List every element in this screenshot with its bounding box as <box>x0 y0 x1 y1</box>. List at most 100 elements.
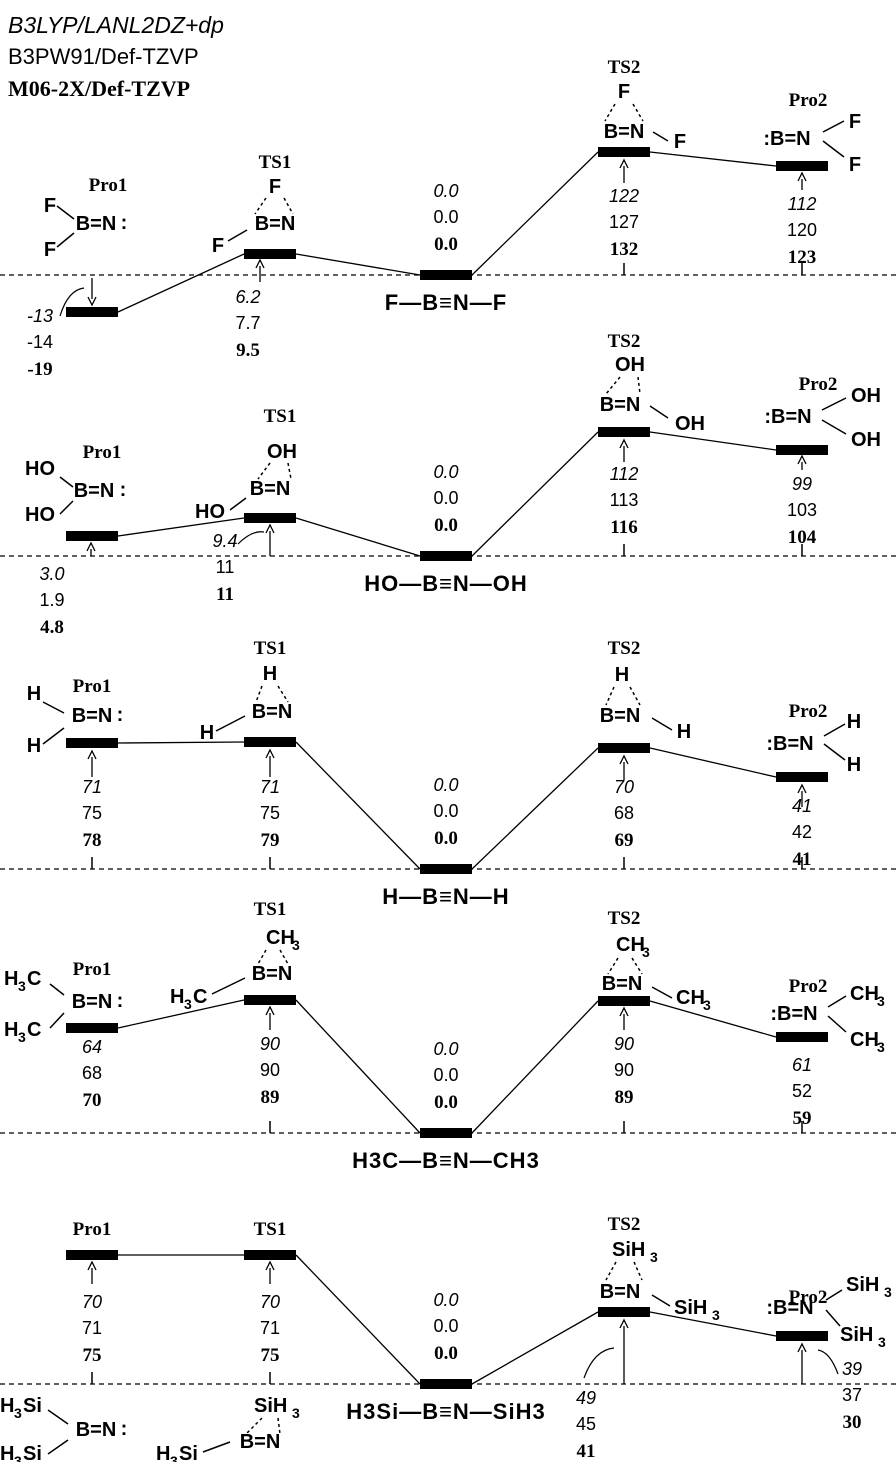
panel-2-pro1-b3lyp-value: 3.0 <box>39 564 64 584</box>
panel-4-pro1-bn: B=N <box>72 991 113 1013</box>
panel-4-ts2-m06-2x-value: 89 <box>615 1087 634 1108</box>
panel-2-ts1-label: TS1 <box>264 406 297 427</box>
panel-2-pro1-arrow-head <box>86 541 96 552</box>
panel-5-pro1-h3si-bottom-sub: 3 <box>14 1453 22 1462</box>
panel-4-pro1-label: Pro1 <box>73 959 112 980</box>
panel-4-pro1-h3c-bottom-sub: 3 <box>18 1029 26 1045</box>
panel-4-connector-r-ts2 <box>471 1000 599 1134</box>
panel-5-reactant-formula: H3Si—B≡N—SiH3 <box>346 1399 545 1424</box>
panel-1-ts1-bond-f <box>227 229 248 242</box>
panel-5-ts2-b3lyp-value: 49 <box>576 1388 596 1408</box>
panel-5-ts1-dash-n <box>277 1417 281 1435</box>
panel-5-ts1-b3lyp-value: 70 <box>260 1292 280 1312</box>
panel-5-level-r <box>420 1379 472 1389</box>
panel-1-pro2-b3pw91-value: 120 <box>787 220 817 240</box>
panel-1-pro2-b3lyp-value: 112 <box>788 194 817 214</box>
panel-5-pro2-sih3-top: SiH <box>846 1274 879 1296</box>
panel-2-level-pro1 <box>66 531 118 541</box>
panel-2-pro1-bond-top <box>59 476 74 488</box>
panel-4-ts1-ch3-top-ch: CH <box>266 927 295 949</box>
panel-5-pro1-h3si-top-h: H <box>0 1395 14 1417</box>
panel-4-ts2-ch3-top-sub: 3 <box>642 944 650 960</box>
panel-2-pro1-lonepair: : <box>120 479 127 501</box>
panel-4-ts1-b3pw91-value: 90 <box>260 1060 280 1080</box>
panel-3-ts1-dash-n <box>277 685 289 703</box>
panel-4-ts2-ch3-top-ch: CH <box>616 934 645 956</box>
panel-3-pro1-m06-2x-value: 78 <box>83 830 102 851</box>
panel-4-level-pro1 <box>66 1023 118 1033</box>
panel-2-reactant-formula: HO—B≡N—OH <box>364 571 528 596</box>
panel-1-pro2-arrow-head <box>797 171 807 182</box>
panel-2-level-r <box>420 551 472 561</box>
panel-3-ts2-bond-h <box>651 717 673 731</box>
panel-4-pro1-h3c-top-h: H <box>4 968 18 990</box>
panel-1-ts2-f-top: F <box>618 81 630 103</box>
panel-1-reactant-m06-2x-value: 0.0 <box>434 234 458 255</box>
panel-5-reactant-b3pw91-value: 0.0 <box>433 1316 458 1336</box>
panel-4-ts1-h3c-c: C <box>193 986 207 1008</box>
panel-2-connector-ts1-r <box>295 517 421 557</box>
panel-4-pro1-m06-2x-value: 70 <box>83 1090 102 1111</box>
panel-3-ts1-arrow-head <box>265 748 275 759</box>
panel-2-ts1-dash-b <box>257 462 271 480</box>
panel-4-ts1-dash-b <box>257 949 267 965</box>
panel-5-connector-r-ts2 <box>471 1311 599 1385</box>
panel-5-pro1-bond-top <box>47 1409 69 1425</box>
panel-4-pro2-bond-bottom <box>827 1015 847 1033</box>
panel-5-ts1-bond-si <box>202 1441 231 1453</box>
panel-4-reactant-b3pw91-value: 0.0 <box>433 1065 458 1085</box>
panel-5-ts2-bond-si <box>651 1294 671 1307</box>
panel-5-ts2-leader <box>583 1347 615 1379</box>
panel-5-ts1-h3si-sub: 3 <box>170 1453 178 1462</box>
panel-1-ts2-dash-b <box>604 103 616 122</box>
panel-1-ts2-label: TS2 <box>608 57 641 78</box>
panel-5-connector-ts2-pro2 <box>649 1311 777 1337</box>
panel-1-connector-ts1-r <box>295 253 421 276</box>
panel-4-ts1-h3c-h: H <box>170 986 184 1008</box>
panel-4-ts2-bond-c <box>651 986 673 999</box>
panel-5-ts2-sih3-right-sub: 3 <box>712 1307 720 1323</box>
panel-1-pro1-f-top: F <box>44 195 56 217</box>
panel-4-pro1-lonepair: : <box>117 990 124 1012</box>
panel-4-pro1-h3c-bottom-h: H <box>4 1019 18 1041</box>
panel-3-ts1-bn: B=N <box>252 701 293 723</box>
panel-4-pro2-ch3-bottom-ch: CH <box>850 1029 879 1051</box>
panel-1-ts2-f-right: F <box>674 131 686 153</box>
panel-3-ts2-b3lyp-value: 70 <box>614 777 634 797</box>
panel-5-pro1-m06-2x-value: 75 <box>83 1345 102 1366</box>
panel-3-level-r <box>420 864 472 874</box>
panel-4-ts2-ch3-right-sub: 3 <box>703 997 711 1013</box>
panel-3-pro2-h-bottom: H <box>847 754 861 776</box>
panel-1-ts2-m06-2x-value: 132 <box>610 239 639 260</box>
panel-3-reactant-m06-2x-value: 0.0 <box>434 828 458 849</box>
panel-1-ts1-b3pw91-value: 7.7 <box>235 313 260 333</box>
panel-5-ts1-arrow-head <box>265 1260 275 1271</box>
panel-2-connector-r-ts2 <box>471 431 599 557</box>
panel-4-pro2-ch3-top-ch: CH <box>850 983 879 1005</box>
panel-2-connector-pro1-ts1 <box>117 517 245 537</box>
panel-2-ts1-b3pw91-value: 11 <box>216 557 235 577</box>
panel-4-level-ts2 <box>598 996 650 1006</box>
panel-2-ts2-b3pw91-value: 113 <box>610 490 639 510</box>
panel-4-ts2-dash-n <box>631 957 643 975</box>
panel-1-pro2-f-bottom: F <box>849 154 861 176</box>
panel-1-reactant-formula: F—B≡N—F <box>385 290 508 315</box>
panel-2-pro1-m06-2x-value: 4.8 <box>40 617 64 638</box>
panel-2-ts1-arrow-head <box>265 523 275 534</box>
panel-5-pro1-b3lyp-value: 70 <box>82 1292 102 1312</box>
panel-5-pro2-sih3-bottom: SiH <box>840 1324 873 1346</box>
panel-3-connector-r-ts2 <box>471 747 599 870</box>
panel-4-reactant-m06-2x-value: 0.0 <box>434 1092 458 1113</box>
panel-3-pro2-arrow-head <box>797 783 807 794</box>
panel-1-connector-r-ts2 <box>471 151 599 276</box>
panel-3-level-pro2 <box>776 772 828 782</box>
panel-3-ts1-h-top: H <box>263 663 277 685</box>
panel-5-ts2-dash-n <box>633 1261 643 1281</box>
legend-method-m06-2x: M06-2X/Def-TZVP <box>8 76 191 101</box>
panel-1-ts2-arrow-head <box>619 158 629 169</box>
panel-3-pro2-label: Pro2 <box>789 701 828 722</box>
panel-4-ts2-dash-b <box>607 957 619 975</box>
panel-5-reactant-m06-2x-value: 0.0 <box>434 1343 458 1364</box>
panel-4-ts2-ch3-right-ch: CH <box>676 987 705 1009</box>
